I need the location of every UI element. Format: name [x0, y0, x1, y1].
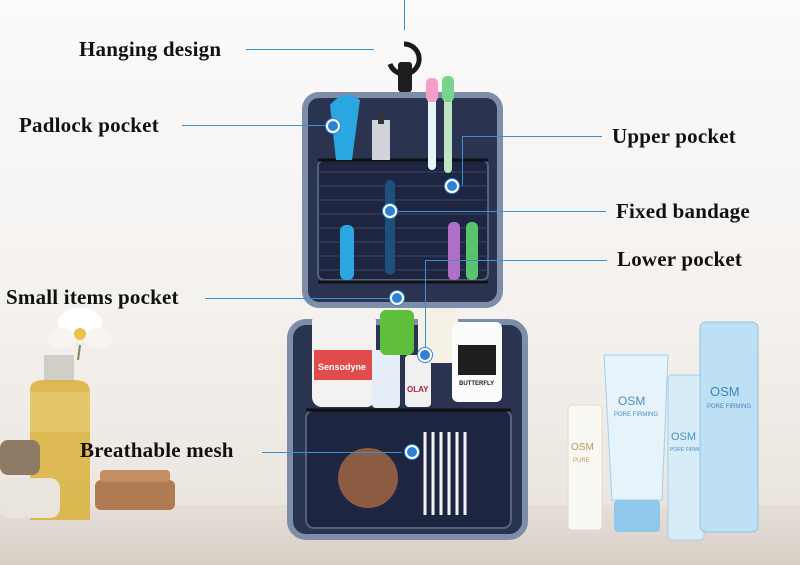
fixed-bandage-leader — [392, 211, 606, 212]
lower-leader-vertical — [425, 260, 426, 352]
small-tube-butterfly-text: BUTTERFLY — [459, 381, 494, 387]
lower-marker — [418, 348, 432, 362]
osm-toner-line: PORE FIRMING — [707, 404, 751, 410]
hanging-leader — [246, 49, 374, 50]
breathable-marker — [405, 445, 419, 459]
small-items-leader — [205, 298, 390, 299]
padlock-marker — [326, 119, 340, 133]
breathable-leader — [262, 452, 402, 453]
osm-small-bottle-brand: OSM — [571, 442, 594, 453]
wooden-brush — [95, 470, 175, 510]
fixed-bandage-marker — [383, 204, 397, 218]
osm-small-bottle-line: PURE — [573, 458, 590, 464]
upper-marker — [445, 179, 459, 193]
osm-products: OSM PURE OSM PORE FIRMING OSM PORE FIRMI… — [567, 321, 759, 541]
small-tube-left-text: Sensodyne — [318, 362, 366, 372]
osm-tube-line: PORE FIRMING — [614, 412, 658, 418]
label-fixed-bandage: Fixed bandage — [616, 199, 750, 223]
towel-stack — [0, 440, 60, 518]
small-items-marker — [390, 291, 404, 305]
osm-toner-brand: OSM — [710, 384, 740, 399]
lower-leader — [425, 260, 607, 261]
osm-tube-brand: OSM — [618, 394, 645, 408]
upper-leader-vertical — [462, 136, 463, 186]
padlock-leader — [182, 125, 332, 126]
upper-leader — [462, 136, 602, 137]
osm-serum-line: PORE FIRMING — [670, 447, 707, 453]
label-lower-pocket: Lower pocket — [617, 247, 743, 271]
orchid-flower — [48, 308, 112, 361]
label-breathable-mesh: Breathable mesh — [80, 438, 234, 462]
hanging-leader-vertical — [404, 0, 405, 30]
label-small-items-pocket: Small items pocket — [6, 285, 179, 309]
osm-serum-brand: OSM — [671, 431, 696, 443]
small-tube-olay-text: OLAY — [407, 385, 429, 394]
label-hanging-design: Hanging design — [79, 37, 222, 61]
label-upper-pocket: Upper pocket — [612, 124, 736, 148]
toiletry-bag: Sensodyne OLAY BUTTERFLY — [287, 41, 528, 540]
label-padlock-pocket: Padlock pocket — [19, 113, 159, 137]
